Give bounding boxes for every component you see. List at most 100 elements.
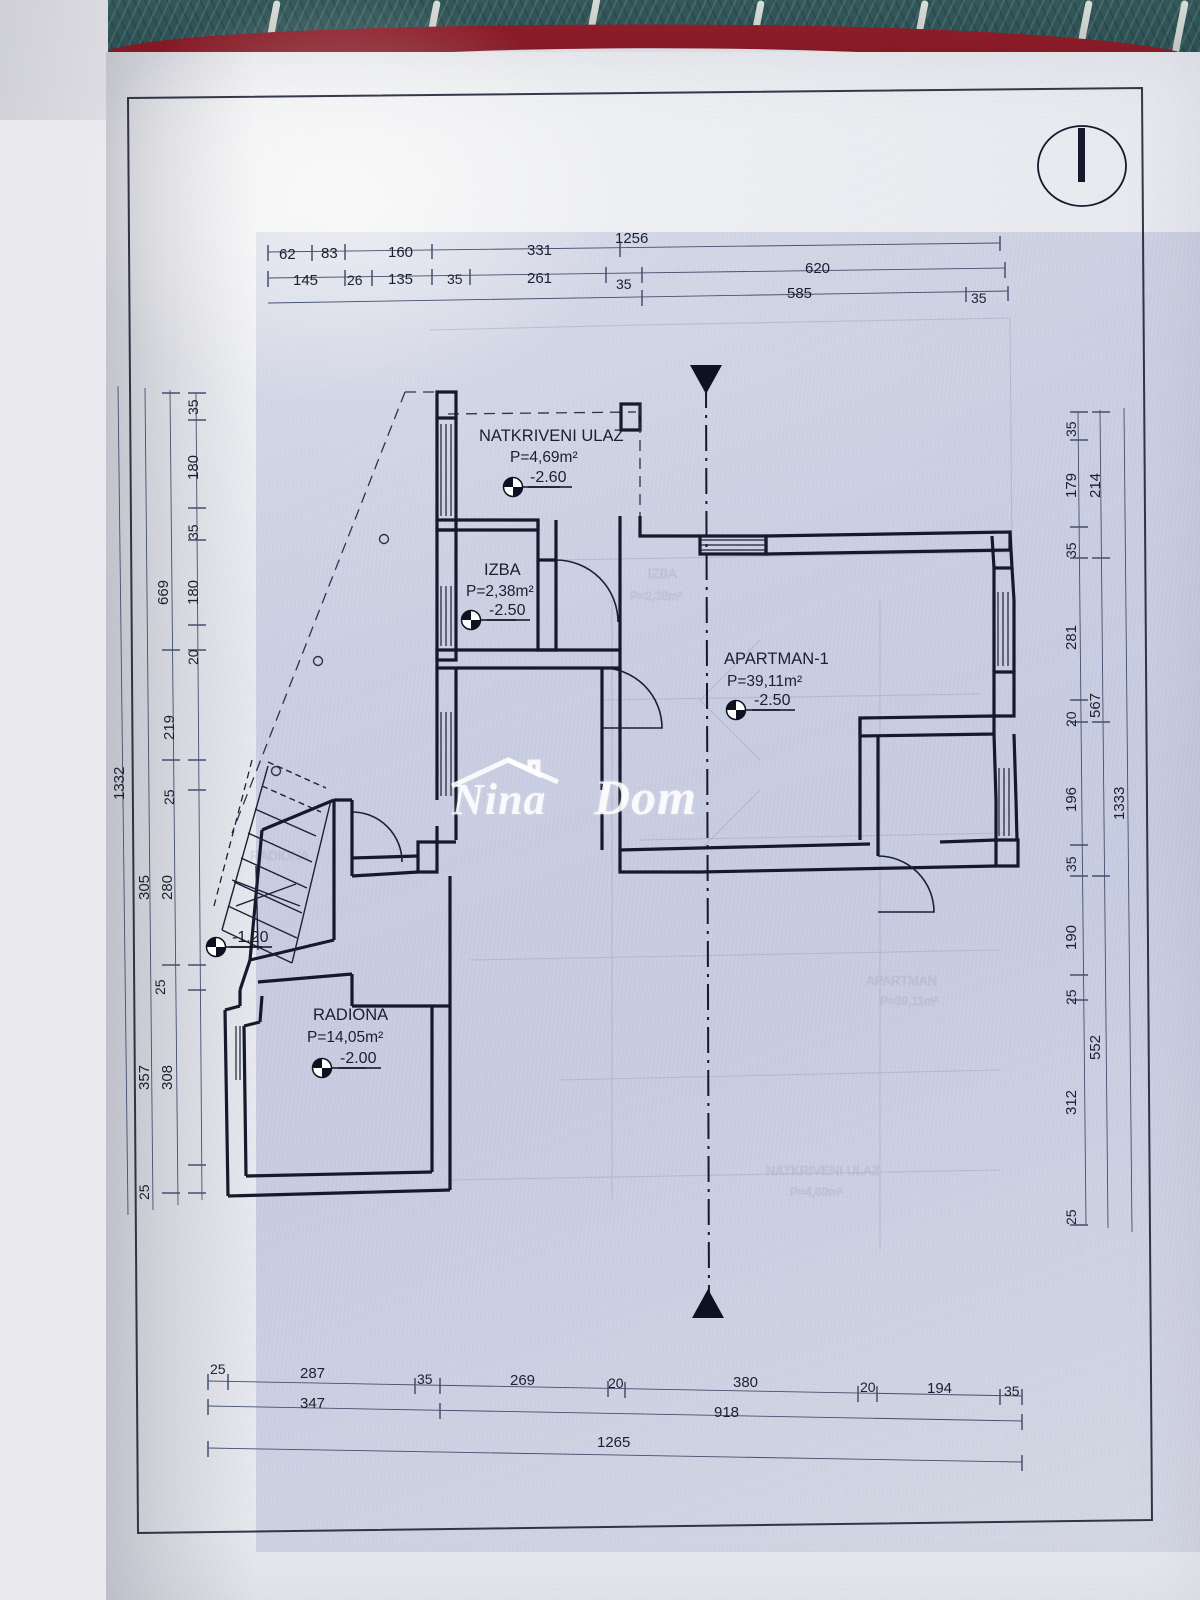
dim-bottom-20a: 20: [608, 1375, 624, 1391]
svg-text:P=4,69m²: P=4,69m²: [790, 1185, 842, 1199]
sheet-border-frame: [126, 86, 1154, 1535]
room-area: P=4,69m²: [510, 449, 578, 466]
stair-break-line: [213, 759, 253, 907]
dimension-chain-bottom: 25 287 35 269 20 380 20 194 35 347 918 1…: [207, 1361, 1023, 1471]
dim-top-331: 331: [527, 242, 552, 259]
svg-text:IZBA: IZBA: [648, 566, 677, 581]
dim-right-35c: 35: [1063, 856, 1079, 872]
dim-left-25b: 25: [152, 979, 168, 995]
dim-top-35c: 35: [971, 290, 987, 306]
dim-left-180b: 180: [185, 580, 202, 605]
room-name: APARTMAN-1: [724, 650, 829, 668]
dimension-chain-right: 35 179 35 281 20 196 35 190 25 312 25 21…: [1063, 407, 1133, 1233]
staircase: [213, 759, 332, 964]
dim-right-312: 312: [1063, 1090, 1080, 1115]
dim-left-219: 219: [161, 715, 178, 740]
dimension-chain-top: 62 83 160 331 1256 145 26 135 35 261 35 …: [267, 230, 1009, 306]
dim-left-308: 308: [159, 1065, 176, 1090]
north-arrow-circle: [1037, 125, 1127, 207]
room-label-izba: IZBA P=2,38m² -2.50: [460, 561, 534, 631]
dim-right-1333: 1333: [1111, 787, 1128, 820]
level-marker-stair-landing: -1.20: [205, 929, 272, 958]
dim-left-280: 280: [159, 875, 176, 900]
dim-left-669: 669: [155, 580, 172, 605]
dim-right-20: 20: [1063, 711, 1079, 727]
room-level: -2.00: [340, 1050, 377, 1067]
room-area: P=2,38m²: [466, 583, 534, 600]
dim-bottom-380: 380: [733, 1374, 758, 1391]
dim-top-261: 261: [527, 270, 552, 287]
survey-point-dots: [270, 533, 390, 777]
level-marker-icon: [725, 699, 780, 721]
svg-text:APARTMAN: APARTMAN: [866, 973, 937, 988]
dim-top-35a: 35: [447, 271, 463, 287]
level-value: -1.20: [232, 929, 269, 946]
dim-top-585: 585: [787, 285, 812, 302]
property-boundary-line: [231, 391, 637, 834]
section-arrow-top: [690, 365, 722, 394]
dim-top-83: 83: [321, 245, 338, 262]
dim-left-20: 20: [185, 649, 201, 665]
dim-right-552: 552: [1087, 1035, 1104, 1060]
dim-top-1256: 1256: [615, 230, 648, 247]
dim-bottom-287: 287: [300, 1365, 325, 1382]
room-level: -2.60: [530, 469, 567, 486]
dim-left-35a: 35: [185, 399, 201, 415]
svg-text:P=2,38m²: P=2,38m²: [630, 589, 682, 603]
dimension-chain-left: 35 180 35 180 20 219 25 305 25 357 25 66…: [111, 385, 206, 1216]
room-name: IZBA: [484, 561, 521, 579]
dim-right-179: 179: [1063, 473, 1080, 498]
doors: [351, 559, 935, 913]
dim-top-62: 62: [279, 246, 296, 263]
room-level: -2.50: [489, 602, 526, 619]
svg-text:NATKRIVENI ULAZ: NATKRIVENI ULAZ: [766, 1163, 880, 1178]
room-label-radiona: RADIONA P=14,05m² -2.00: [307, 1006, 388, 1079]
svg-text:RADIONA: RADIONA: [250, 848, 310, 863]
dim-bottom-20b: 20: [860, 1379, 876, 1395]
dim-top-160: 160: [388, 244, 413, 261]
dim-bottom-918: 918: [714, 1404, 739, 1421]
dim-bottom-35a: 35: [417, 1371, 433, 1387]
dim-left-305: 305: [136, 875, 153, 900]
dim-right-35a: 35: [1063, 421, 1079, 437]
dim-left-35b: 35: [185, 524, 201, 540]
wall-izba-bottom: [435, 648, 622, 670]
dim-top-135: 135: [388, 271, 413, 288]
dim-left-25a: 25: [161, 789, 177, 805]
dim-bottom-25: 25: [210, 1361, 226, 1377]
room-label-natkriveni-ulaz: NATKRIVENI ULAZ P=4,69m² -2.60: [479, 427, 624, 498]
dim-bottom-269: 269: [510, 1372, 535, 1389]
dim-left-1332: 1332: [111, 767, 128, 800]
dim-bottom-1265: 1265: [597, 1434, 630, 1451]
wall-left-izba: [435, 528, 458, 662]
dim-bottom-35b: 35: [1004, 1383, 1020, 1399]
dim-bottom-347: 347: [300, 1395, 325, 1412]
dim-top-26: 26: [347, 272, 363, 288]
room-name: NATKRIVENI ULAZ: [479, 427, 624, 445]
wall-pier-top-right: [619, 402, 642, 432]
dim-right-214: 214: [1087, 473, 1104, 498]
dim-bottom-194: 194: [927, 1380, 952, 1397]
windows: [235, 424, 1010, 1080]
dim-right-35b: 35: [1063, 542, 1079, 558]
dim-left-180a: 180: [185, 455, 202, 480]
room-level: -2.50: [754, 692, 791, 709]
dim-right-567: 567: [1087, 693, 1104, 718]
room-area: P=39,11m²: [727, 673, 802, 690]
dim-top-35b: 35: [616, 276, 632, 292]
dim-top-620: 620: [805, 260, 830, 277]
room-name: RADIONA: [313, 1006, 388, 1024]
dim-right-25a: 25: [1063, 989, 1079, 1005]
dim-right-25b: 25: [1063, 1209, 1079, 1225]
dim-left-357: 357: [136, 1065, 153, 1090]
room-label-apartman-1: APARTMAN-1 P=39,11m² -2.50: [724, 650, 829, 721]
section-arrow-bottom: [692, 1289, 724, 1318]
dim-right-196: 196: [1063, 787, 1080, 812]
dim-right-190: 190: [1063, 925, 1080, 950]
ghost-underlay: IZBA P=2,38m² APARTMAN P=39,11m² NATKRIV…: [249, 317, 1013, 1250]
dim-left-25c: 25: [136, 1184, 152, 1200]
dim-top-145: 145: [293, 272, 318, 289]
dim-right-281: 281: [1063, 625, 1080, 650]
room-area: P=14,05m²: [307, 1029, 383, 1046]
